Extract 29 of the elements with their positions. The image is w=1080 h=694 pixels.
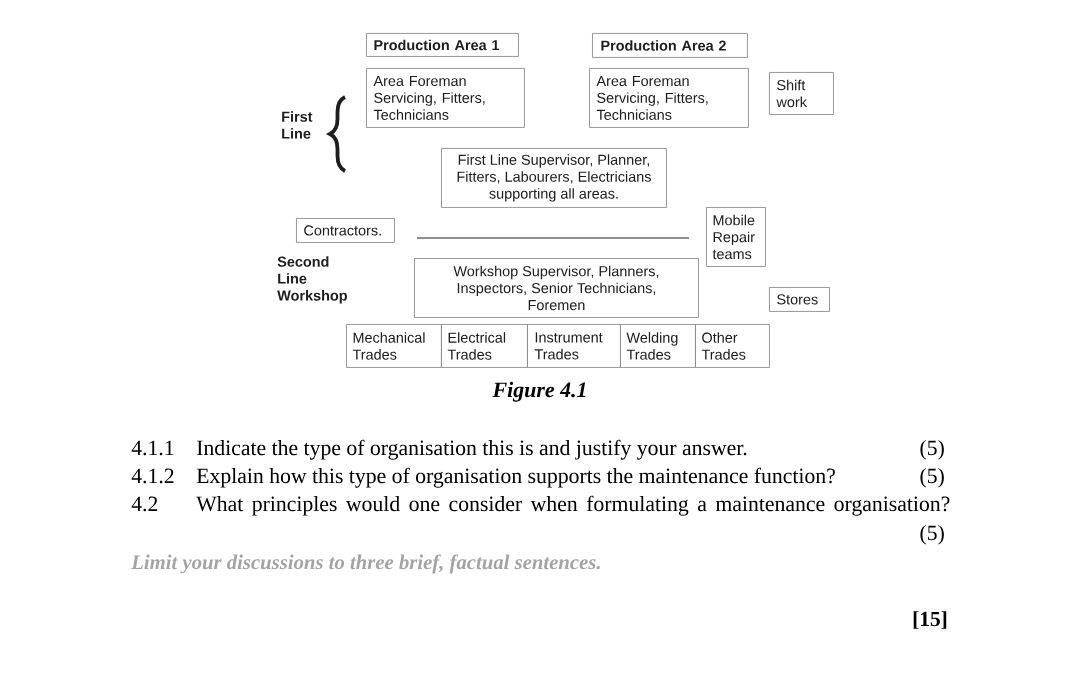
total-marks: [15]	[913, 611, 947, 629]
question-number: 4.2	[131, 496, 158, 512]
trade-box: Mechanical Trades	[346, 324, 442, 368]
question-text: Explain how this type of organisation supports the maintenance function?	[196, 467, 835, 488]
mark-allocation: (5)	[920, 467, 944, 488]
org-box: Area Foreman Servicing, Fitters, Technicians	[366, 68, 525, 128]
trade-box: Welding Trades	[620, 324, 696, 368]
mark-allocation: (5)	[920, 524, 944, 545]
trade-box: Other Trades	[695, 324, 770, 368]
org-box: Contractors.	[296, 218, 395, 243]
trade-box: Instrument Trades	[527, 324, 621, 368]
heading-box: Production Area 1	[366, 33, 519, 57]
org-box: Area Foreman Servicing, Fitters, Technicians	[589, 68, 749, 128]
org-box: Mobile Repair teams	[706, 207, 766, 267]
figure-caption: Figure 4.1	[492, 381, 586, 402]
org-box: Workshop Supervisor, Planners, Inspectors, Senior Technicians, Foremen	[414, 258, 699, 318]
instruction-note: Limit your discussions to three brief, factual sentences.	[131, 554, 600, 574]
org-box: Shift work	[769, 72, 834, 115]
tier-label: Second Line Workshop	[277, 256, 347, 304]
org-box: First Line Supervisor, Planner, Fitters, Labourers, Electricians supporting all areas.	[441, 148, 667, 208]
mark-allocation: (5)	[920, 439, 944, 460]
question-number: 4.1.1	[131, 440, 174, 456]
question-number: 4.1.2	[131, 468, 174, 484]
question-text: Indicate the type of organisation this is and justify your answer.	[197, 439, 747, 460]
question-text: What principles would one consider when formulating a maintenance organisation?	[196, 495, 950, 516]
heading-box: Production Area 2	[592, 33, 748, 58]
trade-box: Electrical Trades	[441, 324, 528, 368]
org-box: Stores	[769, 287, 830, 312]
tier-label: First Line	[282, 111, 313, 139]
